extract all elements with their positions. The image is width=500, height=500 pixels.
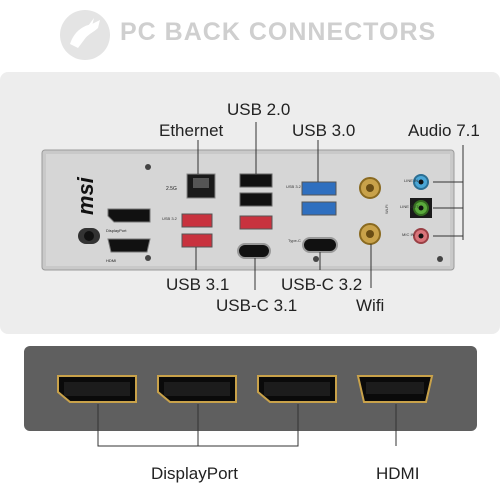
callout-lines [195, 122, 464, 290]
lan-speed-label: 2.5G [166, 186, 177, 192]
usb30-port [301, 201, 337, 216]
screw-hole [145, 255, 151, 261]
callout-usbc32: USB-C 3.2 [281, 275, 363, 294]
callout-usb30: USB 3.0 [292, 121, 356, 140]
usb31-port [181, 233, 213, 248]
hdmi-port [107, 238, 151, 253]
hdmi-panel-label: HDMI [106, 258, 116, 263]
callout-wifi: Wifi [356, 296, 385, 315]
wifi-panel-label: Wi-Fi [384, 205, 389, 214]
usb31-port [181, 213, 213, 228]
usb20-port [239, 192, 273, 207]
screw-hole [313, 256, 319, 262]
usb31-port [239, 215, 273, 230]
usbc31-port [237, 243, 271, 259]
line-in-label: LINE IN [404, 178, 418, 183]
usb20-port [239, 173, 273, 188]
typec-panel-label: Type-C [288, 238, 301, 243]
displayport-large [57, 375, 137, 403]
msi-logo: msi [73, 176, 98, 215]
hdmi-large [356, 375, 434, 403]
dragon-logo-icon [58, 8, 112, 67]
page-title: PC BACK CONNECTORS [120, 18, 437, 46]
callout-audio: Audio 7.1 [408, 121, 480, 140]
callout-usb20: USB 2.0 [227, 100, 291, 119]
callout-hdmi: HDMI [376, 464, 420, 483]
usb31-panel-label: USB 3.2 [162, 216, 178, 221]
mic-in-label: MIC IN [402, 232, 415, 237]
usb30-port [301, 181, 337, 196]
callout-usb31: USB 3.1 [166, 275, 230, 294]
displayport-port [107, 208, 151, 223]
usb30-panel-label: USB 3.2 [286, 184, 302, 189]
line-out-label: LINE OUT [400, 204, 419, 209]
displayport-large [257, 375, 337, 403]
usbc32-port [302, 237, 338, 253]
screw-hole [437, 256, 443, 262]
bottom-callout-lines [97, 404, 397, 447]
callout-usbc31: USB-C 3.1 [216, 296, 298, 315]
displayport-large [157, 375, 237, 403]
callout-displayport: DisplayPort [151, 464, 238, 483]
displayport-panel-label: DisplayPort [106, 228, 127, 233]
callout-ethernet: Ethernet [159, 121, 224, 140]
screw-hole [145, 164, 151, 170]
